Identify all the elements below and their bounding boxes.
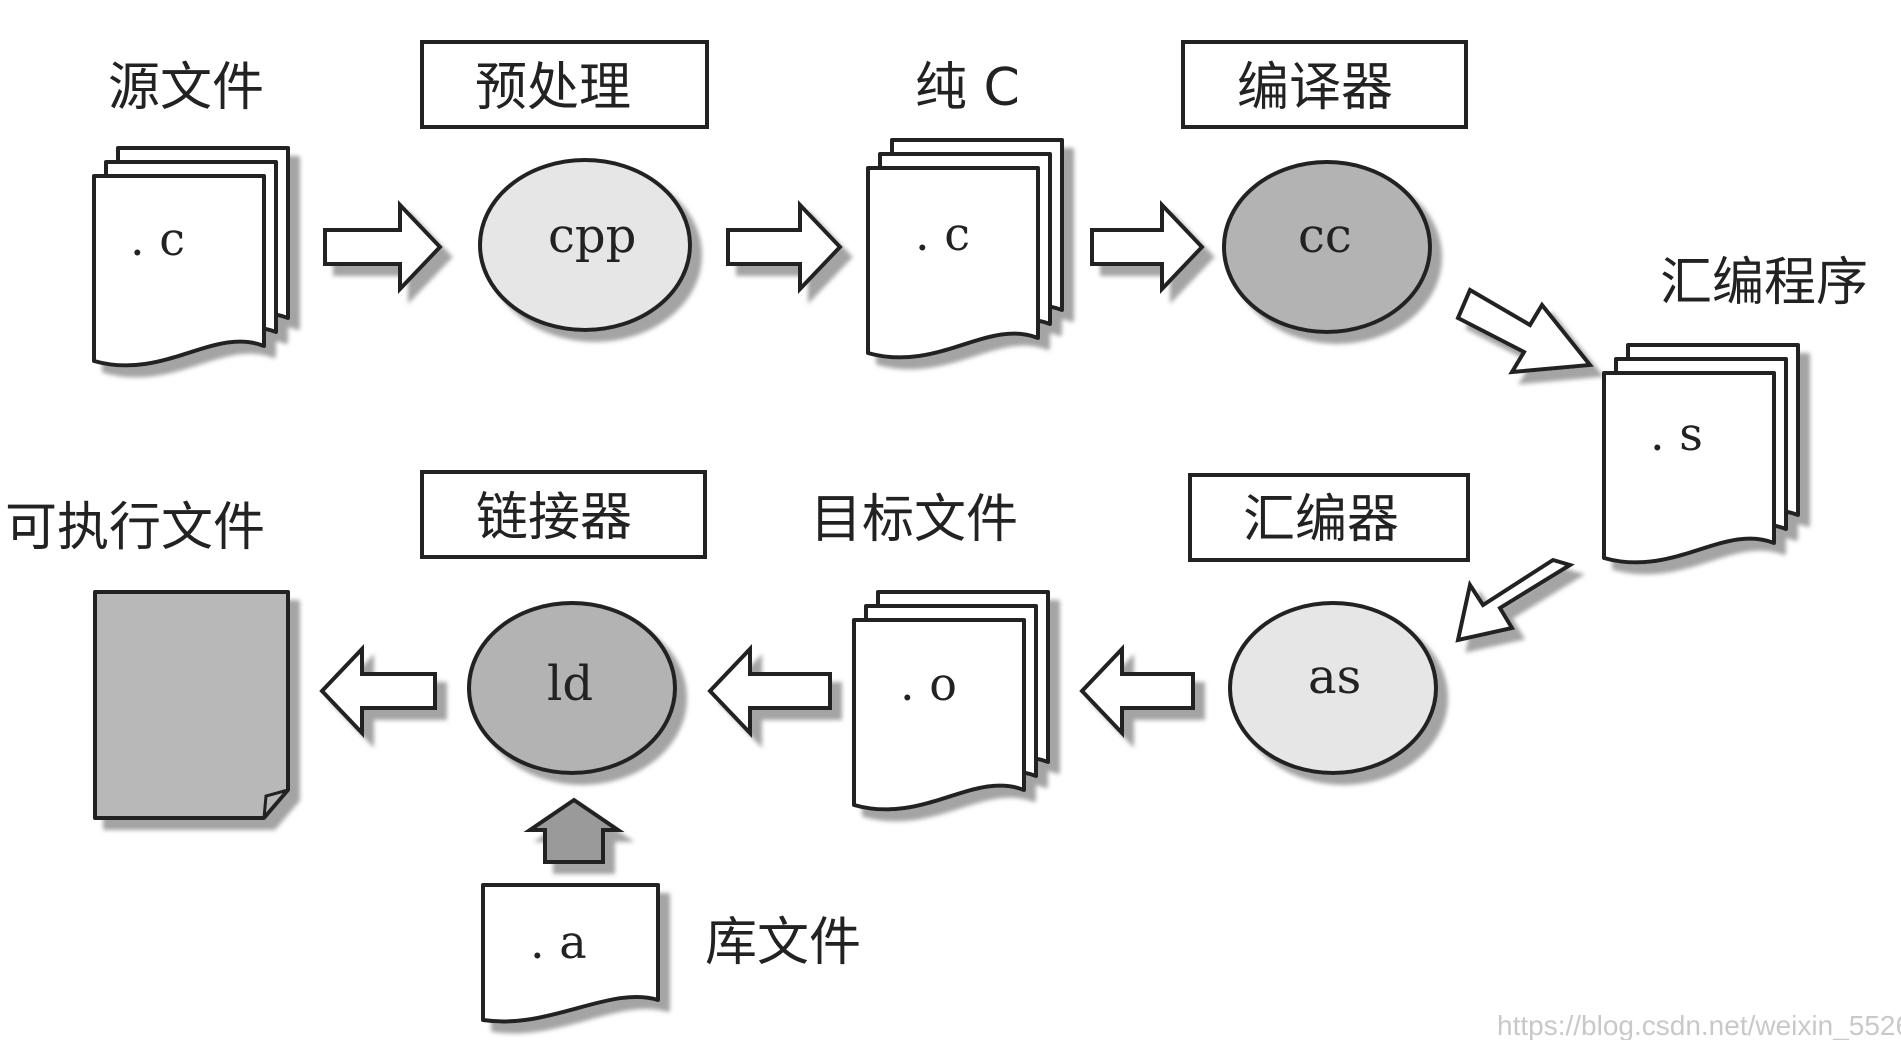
as-ellipse bbox=[1228, 601, 1438, 775]
library-file-icon bbox=[481, 883, 660, 1024]
cpp-label: cpp bbox=[548, 208, 636, 264]
pure-c-label: 纯 C bbox=[915, 58, 1020, 118]
compiler-label: 编译器 bbox=[1237, 58, 1393, 118]
ld-label: ld bbox=[547, 656, 593, 712]
assembly-program-label: 汇编程序 bbox=[1660, 253, 1868, 313]
pure-c-file-ext: . c bbox=[915, 207, 970, 261]
cc-label: cc bbox=[1298, 208, 1352, 264]
arrow-down-left-icon bbox=[1455, 557, 1575, 643]
linker-label: 链接器 bbox=[476, 488, 632, 548]
assembly-file-ext: . s bbox=[1650, 407, 1703, 461]
assembler-label: 汇编器 bbox=[1243, 490, 1399, 550]
cc-ellipse bbox=[1222, 160, 1432, 334]
arrow-right-icon bbox=[323, 200, 443, 294]
arrow-right-icon bbox=[1090, 200, 1205, 294]
arrow-left-icon bbox=[319, 644, 437, 738]
source-file-stack bbox=[92, 146, 290, 368]
ld-ellipse bbox=[467, 601, 677, 775]
cpp-ellipse bbox=[478, 158, 692, 332]
executable-file-icon bbox=[93, 590, 290, 820]
arrow-down-right-icon bbox=[1455, 287, 1594, 375]
preprocess-label: 预处理 bbox=[475, 58, 631, 118]
watermark: https://blog.csdn.net/weixin_55267022 bbox=[1497, 1010, 1901, 1040]
arrow-right-icon bbox=[726, 200, 843, 294]
source-file-ext: . c bbox=[130, 212, 185, 266]
linker-box bbox=[420, 470, 707, 559]
library-file-ext: . a bbox=[530, 915, 587, 969]
arrow-left-icon bbox=[1079, 644, 1195, 738]
executable-file-label: 可执行文件 bbox=[5, 498, 265, 558]
object-file-label: 目标文件 bbox=[810, 490, 1018, 550]
preprocess-box bbox=[420, 40, 709, 129]
source-file-label: 源文件 bbox=[108, 58, 264, 118]
arrow-up-icon bbox=[523, 797, 625, 864]
object-file-ext: . o bbox=[900, 657, 957, 711]
as-label: as bbox=[1308, 649, 1361, 705]
library-file-label: 库文件 bbox=[705, 913, 861, 973]
arrow-left-icon bbox=[707, 644, 832, 738]
compiler-box bbox=[1181, 40, 1468, 129]
assembler-box bbox=[1188, 473, 1470, 562]
executable-file-fold bbox=[262, 788, 289, 819]
